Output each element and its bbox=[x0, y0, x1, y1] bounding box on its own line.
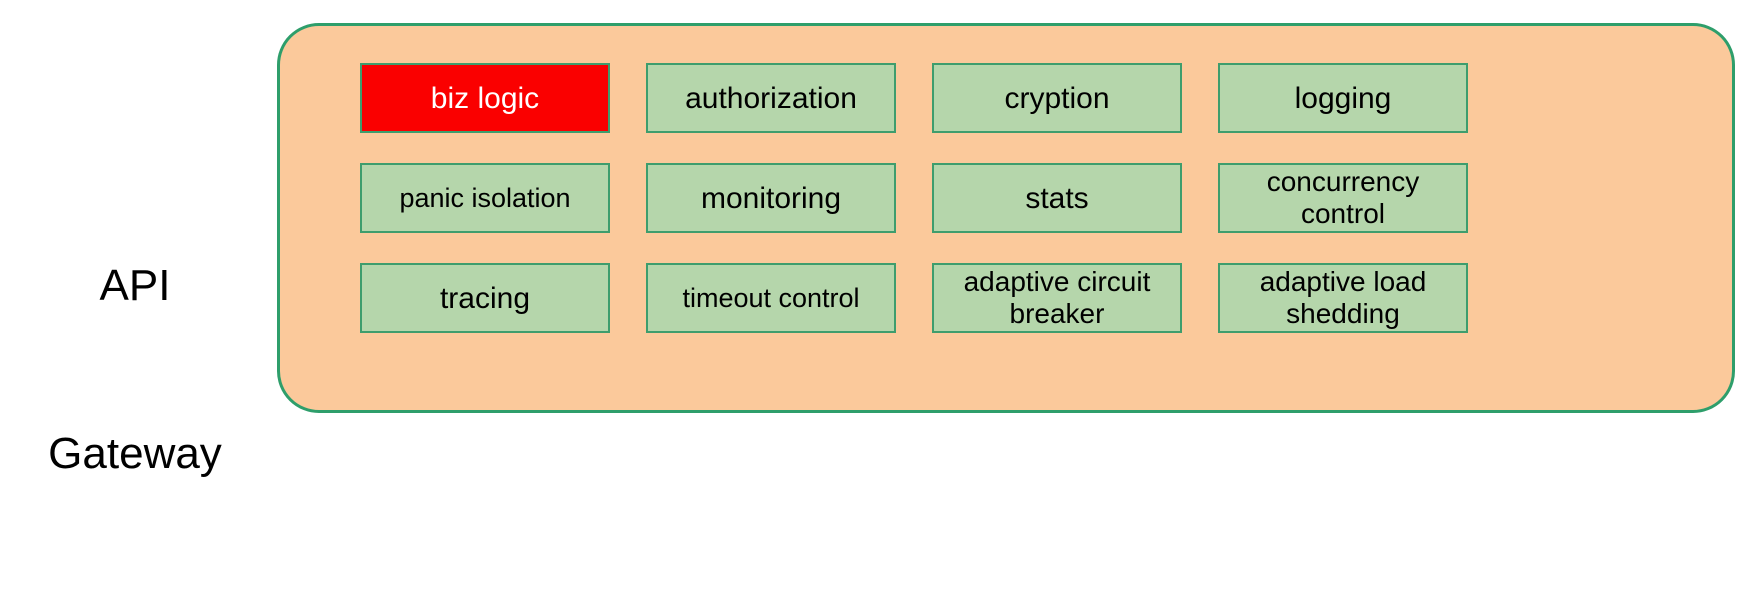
capability-label: tracing bbox=[439, 281, 531, 315]
capability-label: adaptive circuit breaker bbox=[963, 266, 1151, 329]
capability-grid: biz logic authorization cryption logging… bbox=[360, 63, 1650, 373]
capability-box-tracing[interactable]: tracing bbox=[360, 263, 610, 333]
capability-label: cryption bbox=[1004, 81, 1110, 115]
capability-label: monitoring bbox=[700, 181, 842, 215]
capability-label: stats bbox=[1025, 181, 1089, 215]
capability-box-biz-logic[interactable]: biz logic bbox=[360, 63, 610, 133]
capability-box-timeout-control[interactable]: timeout control bbox=[646, 263, 896, 333]
capability-label: concurrency control bbox=[1266, 166, 1420, 229]
api-gateway-diagram: API Gateway biz logic authorization cryp… bbox=[48, 23, 1735, 478]
capability-label: panic isolation bbox=[399, 182, 571, 213]
capability-box-stats[interactable]: stats bbox=[932, 163, 1182, 233]
capability-box-authorization[interactable]: authorization bbox=[646, 63, 896, 133]
capability-label: timeout control bbox=[682, 282, 860, 313]
capability-label: authorization bbox=[685, 81, 857, 115]
capability-label: biz logic bbox=[430, 81, 540, 115]
capability-box-adaptive-circuit-breaker[interactable]: adaptive circuit breaker bbox=[932, 263, 1182, 333]
capability-box-monitoring[interactable]: monitoring bbox=[646, 163, 896, 233]
capability-box-concurrency-control[interactable]: concurrency control bbox=[1218, 163, 1468, 233]
side-label-line-1: API bbox=[99, 261, 171, 310]
side-label-line-2: Gateway bbox=[48, 429, 222, 478]
diagram-side-label: API Gateway bbox=[10, 146, 260, 594]
capability-box-logging[interactable]: logging bbox=[1218, 63, 1468, 133]
capability-label: adaptive load shedding bbox=[1259, 266, 1427, 329]
capability-box-cryption[interactable]: cryption bbox=[932, 63, 1182, 133]
capability-box-panic-isolation[interactable]: panic isolation bbox=[360, 163, 610, 233]
capability-box-adaptive-load-shedding[interactable]: adaptive load shedding bbox=[1218, 263, 1468, 333]
capability-label: logging bbox=[1294, 81, 1392, 115]
